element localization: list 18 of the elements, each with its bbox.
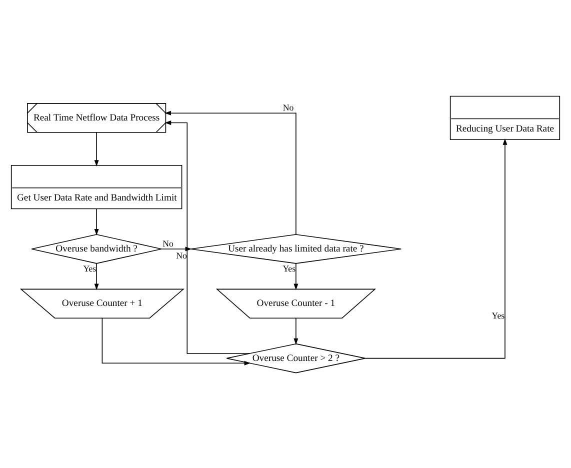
node-diamond: Overuse bandwidth ? — [31, 234, 162, 264]
node-diamond: Overuse Counter > 2 ? — [226, 342, 366, 373]
arrow — [94, 208, 99, 235]
edge-label: Yes — [282, 262, 296, 273]
edge-label: Yes — [492, 310, 505, 320]
arrow — [294, 262, 298, 290]
node-diamond: User already has limited data rate ? — [190, 234, 402, 264]
arrow — [164, 110, 296, 234]
arrow — [102, 317, 251, 365]
arrow — [294, 317, 298, 344]
edge-label: Yes — [83, 262, 96, 273]
edge-label: No — [176, 250, 187, 260]
arrow — [94, 262, 99, 290]
edge-label: No — [162, 238, 174, 248]
arrow — [164, 120, 250, 354]
arrow — [94, 132, 99, 166]
arrow — [364, 138, 508, 358]
edge-label: No — [282, 102, 294, 112]
